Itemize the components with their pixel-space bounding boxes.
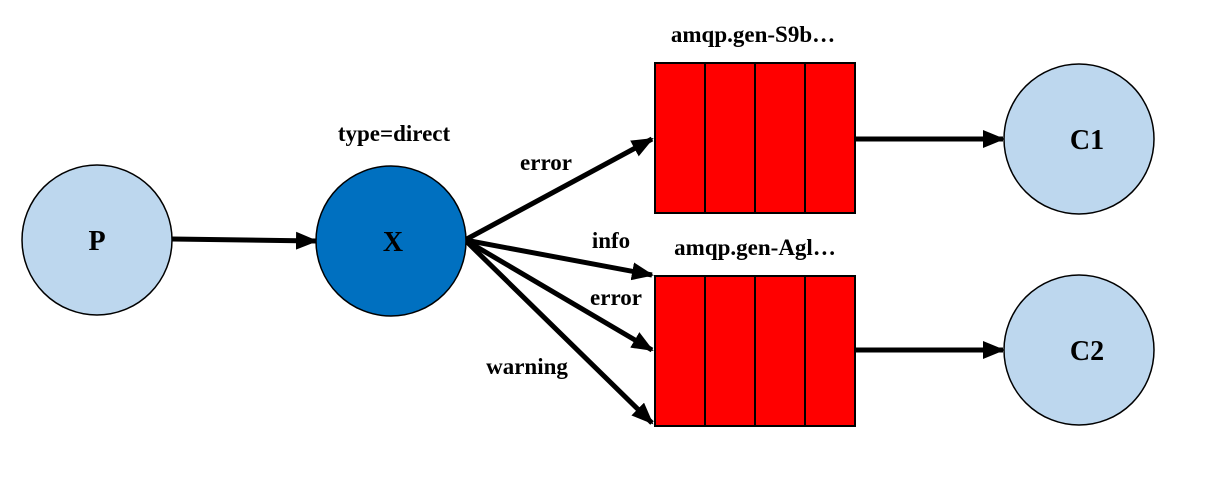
exchange-node: type=direct X	[315, 121, 467, 317]
exchange-label: X	[383, 227, 403, 258]
queue-2-name: amqp.gen-Agl…	[674, 235, 836, 260]
binding-arrow-queue1-error	[463, 136, 654, 243]
exchange-circle	[315, 165, 467, 317]
queue-2: amqp.gen-Agl…	[654, 235, 856, 427]
consumer-c1-label: C1	[1070, 125, 1104, 156]
consumer-c1-circle	[1003, 63, 1155, 215]
queue-1: amqp.gen-S9b…	[654, 22, 856, 214]
producer-label: P	[88, 226, 105, 257]
binding-arrow-queue2-error	[463, 237, 654, 353]
consumer-c2-label: C2	[1070, 336, 1104, 367]
binding-arrow-queue2-info	[464, 237, 654, 281]
queue-1-name: amqp.gen-S9b…	[671, 22, 835, 47]
binding-label-queue2-info: info	[592, 228, 630, 253]
producer-to-exchange-arrow	[171, 231, 318, 250]
binding-label-queue1-error: error	[520, 150, 572, 175]
producer-circle	[21, 164, 173, 316]
binding-arrow-queue2-warning	[463, 238, 654, 425]
consumer-c1-node: C1	[1003, 63, 1155, 215]
consumer-c2-circle	[1003, 274, 1155, 426]
producer-node: P	[21, 164, 173, 316]
exchange-type-label: type=direct	[338, 121, 451, 146]
binding-label-queue2-warning: warning	[486, 354, 568, 379]
binding-label-queue2-error: error	[590, 285, 642, 310]
consumer-c2-node: C2	[1003, 274, 1155, 426]
